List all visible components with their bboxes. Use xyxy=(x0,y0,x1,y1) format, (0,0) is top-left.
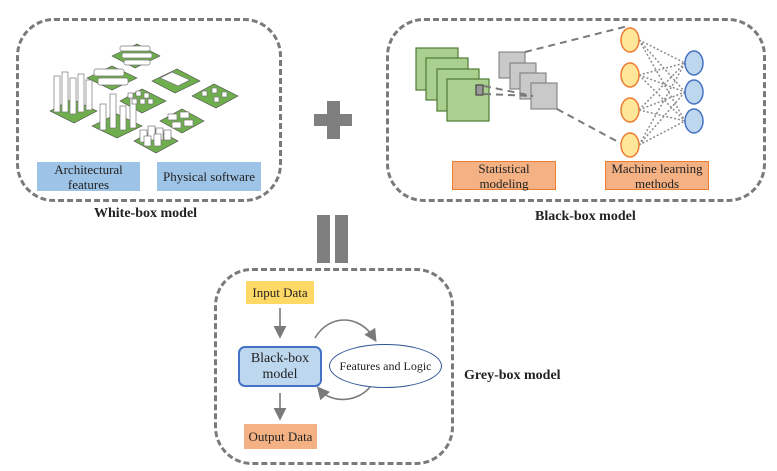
white-box-caption: White-box model xyxy=(94,206,198,221)
fc-connection xyxy=(638,109,686,122)
neuron-input xyxy=(620,132,640,158)
fc-connection xyxy=(638,91,686,111)
architectural-features-label: Architectural features xyxy=(37,162,140,192)
neuron-output xyxy=(684,50,704,76)
arrow-features-to-model xyxy=(316,386,371,401)
black-box-model-node: Black-box model xyxy=(238,346,322,387)
grey-box-model-container xyxy=(214,268,454,465)
physical-software-label: Physical software xyxy=(157,162,261,191)
neuron-input xyxy=(620,27,640,53)
fc-connection xyxy=(638,74,686,93)
neuron-input xyxy=(620,62,640,88)
city-blocks-icon xyxy=(49,43,239,154)
fc-connection xyxy=(638,39,686,64)
neuron-output xyxy=(684,108,704,134)
block-plate xyxy=(191,83,239,109)
arrow-model-to-features xyxy=(314,319,377,343)
output-data-box: Output Data xyxy=(244,424,317,449)
fc-connection xyxy=(638,120,686,146)
fc-connection xyxy=(638,62,686,111)
grey-box-arrows xyxy=(273,308,377,421)
machine-learning-methods-label: Machine learning methods xyxy=(605,161,709,191)
kernel-window xyxy=(475,84,484,96)
fc-connection xyxy=(638,91,686,146)
fc-connection xyxy=(638,39,686,93)
white-box-model-container xyxy=(16,18,282,202)
neuron-output xyxy=(684,79,704,105)
fc-connection xyxy=(638,39,686,122)
grey-box-caption: Grey-box model xyxy=(464,368,561,383)
pooled-map xyxy=(530,82,558,110)
neuron-input xyxy=(620,97,640,123)
equals-icon xyxy=(317,215,348,263)
black-box-model-container xyxy=(386,18,766,202)
plus-icon xyxy=(314,101,352,139)
fc-connection xyxy=(638,74,686,122)
cnn-neural-network-icon xyxy=(415,25,704,158)
input-data-box: Input Data xyxy=(246,281,314,304)
statistical-modeling-label: Statistical modeling xyxy=(452,161,556,191)
features-and-logic-node: Features and Logic xyxy=(329,344,442,388)
black-box-caption: Black-box model xyxy=(535,209,636,224)
